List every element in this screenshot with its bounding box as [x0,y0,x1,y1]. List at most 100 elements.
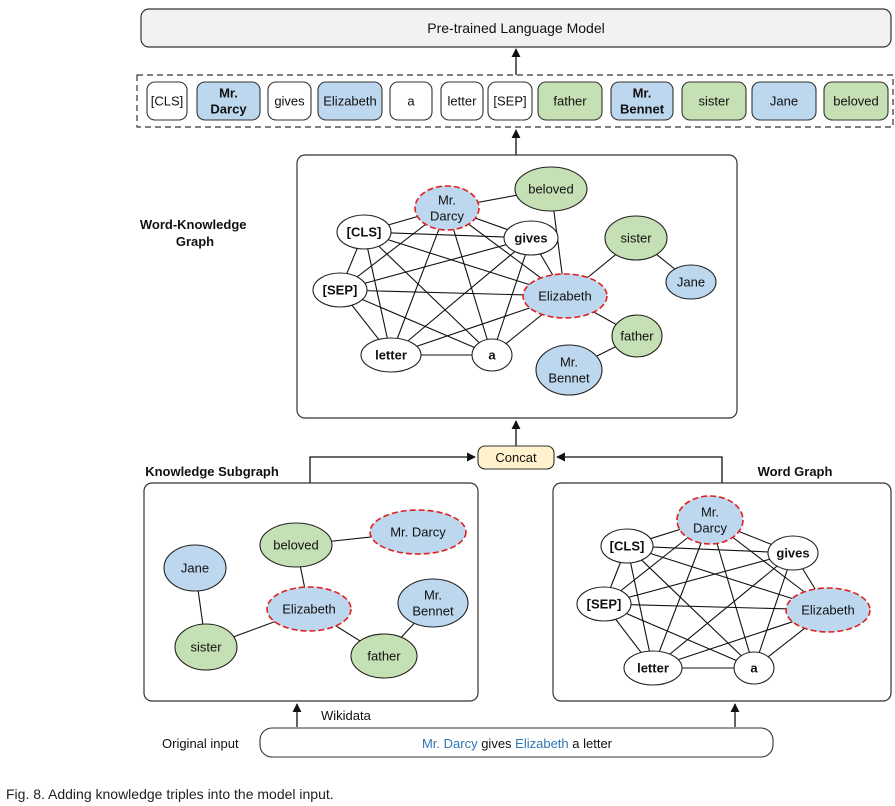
wg-edge-gives-sep [603,552,794,605]
token-label-sister: sister [698,94,730,109]
ks-node-mrdarcy: Mr. Darcy [369,509,467,555]
sentence-segment-3: a letter [569,736,613,751]
original-input-box [259,727,774,758]
wg-node-mrdarcy: Mr.Darcy [676,495,744,545]
pretrained-lm-box [140,8,892,48]
wk-node-sep: [SEP] [312,272,368,308]
token-beloved: beloved [823,81,889,121]
word-knowledge-graph: Mr.Darcy beloved [CLS] gives sister [SEP] Eliz… [312,166,717,396]
arrow-ks-to-concat [309,452,476,483]
wg-node-label-gives: gives [776,546,809,561]
wg-edge-mrdarcy-a [709,519,755,669]
wk-node-label-mrbennet: Mr.Bennet [548,355,590,386]
wg-nodes: Mr.Darcy [CLS] gives [SEP] Elizabeth letter a [576,495,871,686]
arrow-wg-to-concat [556,452,723,483]
wk-nodes: Mr.Darcy beloved [CLS] gives sister [SEP] Eliz… [312,166,717,396]
wk-node-mrdarcy: Mr.Darcy [414,185,480,231]
ks-node-sister: sister [174,623,238,671]
wk-node-label-sister: sister [620,231,652,246]
wk-node-label-elizabeth: Elizabeth [538,289,591,304]
wk-node-label-cls: [CLS] [347,225,382,240]
wg-node-cls: [CLS] [600,528,654,564]
knowledge-subgraph-label: Knowledge Subgraph [145,464,279,479]
word-knowledge-graph-label: Word-Knowledge Graph [140,217,250,249]
sentence-segment-2: Elizabeth [515,736,568,751]
concat-box [477,445,555,470]
wg-node-label-cls: [CLS] [610,539,645,554]
token-label-sep: [SEP] [493,94,526,109]
wg-edge-gives-a [753,552,794,669]
wk-node-mrbennet: Mr.Bennet [535,344,603,396]
wg-node-label-a: a [750,661,758,676]
wg-edge-sep-a [603,603,755,669]
token-label-jane: Jane [770,94,798,109]
wg-node-label-sep: [SEP] [587,597,622,612]
ks-node-beloved: beloved [259,522,333,568]
wk-edge-sep-a [339,289,493,356]
wg-node-sep: [SEP] [576,586,632,622]
wk-node-label-letter: letter [375,348,407,363]
wg-node-label-elizabeth: Elizabeth [801,603,854,618]
token-label-mrbennet: Mr.Bennet [620,86,665,117]
wk-edge-mrdarcy-a [446,207,493,356]
pretrained-lm-label: Pre-trained Language Model [427,20,604,36]
wk-node-label-jane: Jane [677,275,705,290]
ks-node-mrbennet: Mr.Bennet [397,578,469,628]
wk-node-jane: Jane [665,264,717,300]
wk-node-beloved: beloved [514,166,588,212]
ks-node-label-mrdarcy: Mr. Darcy [390,525,446,540]
token-father: father [537,81,603,121]
wg-node-label-mrdarcy: Mr.Darcy [693,505,727,536]
wg-edge-cls-letter [626,545,654,669]
wg-node-elizabeth: Elizabeth [785,587,871,633]
token-label-letter: letter [448,94,478,109]
wk-edge-gives-a [491,237,532,356]
token-row-frame [136,74,894,128]
original-input-sentence: Mr. Darcy gives Elizabeth a letter [422,736,613,751]
wg-edge-cls-gives [626,545,794,554]
token-gives: gives [267,81,312,121]
ks-node-elizabeth: Elizabeth [266,586,352,632]
token-cls: [CLS] [146,81,188,121]
token-a: a [389,81,433,121]
token-label-mrdarcy: Mr.Darcy [210,86,247,117]
wk-edge-cls-letter [363,231,392,356]
ks-node-father: father [350,633,418,679]
original-input-label: Original input [162,736,239,751]
wk-node-label-gives: gives [514,231,547,246]
ks-node-label-elizabeth: Elizabeth [282,602,335,617]
wk-node-label-beloved: beloved [528,182,574,197]
ks-node-label-jane: Jane [181,561,209,576]
wk-node-label-a: a [488,348,496,363]
token-label-elizabeth: Elizabeth [323,94,376,109]
sentence-segment-0: Mr. Darcy [422,736,478,751]
wk-node-label-sep: [SEP] [323,283,358,298]
word-graph-label: Word Graph [758,464,833,479]
token-label-cls: [CLS] [151,94,184,109]
figure-caption: Fig. 8. Adding knowledge triples into th… [6,786,334,802]
token-elizabeth: Elizabeth [317,81,383,121]
wk-node-cls: [CLS] [336,214,392,250]
wg-edge-cls-a [626,545,755,669]
wk-edge-gives-letter [390,237,532,356]
wk-node-gives: gives [503,220,559,256]
wikidata-label: Wikidata [321,708,372,723]
token-sister: sister [681,81,747,121]
ks-node-label-sister: sister [190,640,222,655]
wk-edge-mrdarcy-letter [390,207,448,356]
wk-edge-cls-a [363,231,493,356]
wk-node-father: father [611,314,663,358]
wg-edge-gives-letter [652,552,794,669]
wk-node-a: a [471,338,513,372]
wk-edge-gives-sep [339,237,532,291]
wk-node-label-father: father [620,329,654,344]
wg-node-label-letter: letter [637,661,669,676]
wg-node-a: a [733,651,775,685]
wk-node-label-mrdarcy: Mr.Darcy [430,193,464,224]
token-jane: Jane [751,81,817,121]
ks-node-label-father: father [367,649,401,664]
